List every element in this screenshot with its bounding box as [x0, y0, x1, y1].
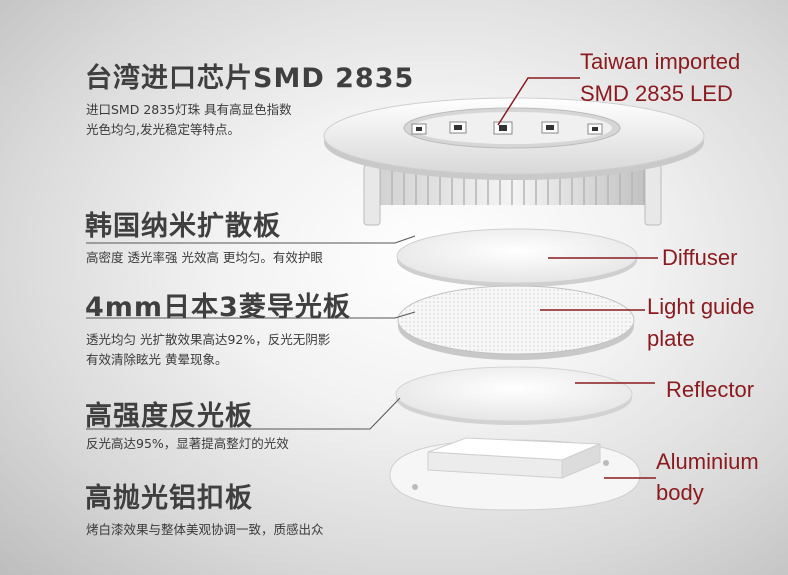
- label-reflector: Reflector: [666, 377, 755, 402]
- downlight-rim: [323, 97, 705, 180]
- section-title-aluminium: 高抛光铝扣板: [85, 483, 253, 514]
- section-desc-chip-line2: 光色均匀,发光稳定等特点。: [86, 122, 240, 137]
- led-chip: [587, 123, 603, 135]
- section-desc-reflector: 反光高达95%，显著提高整灯的光效: [86, 436, 289, 451]
- label-led-line1: Taiwan imported: [580, 49, 741, 74]
- left-leader-lines: [86, 235, 416, 430]
- section-title-reflector: 高强度反光板: [85, 401, 253, 432]
- section-desc-chip-line1: 进口SMD 2835灯珠 具有高显色指数: [86, 102, 292, 117]
- label-aluminium-line1: Aluminium: [656, 449, 759, 474]
- section-title-diffuser: 韩国纳米扩散板: [85, 211, 281, 242]
- led-chip: [411, 123, 427, 135]
- reflector-disc: [395, 366, 633, 425]
- label-aluminium-line2: body: [656, 480, 704, 505]
- label-led-line2: SMD 2835 LED: [580, 81, 733, 106]
- driver-block: [427, 437, 601, 479]
- led-chip: [493, 121, 513, 135]
- led-chip: [541, 121, 559, 134]
- label-light-guide-line1: Light guide: [647, 294, 755, 319]
- label-diffuser: Diffuser: [662, 245, 738, 270]
- diffuser-disc: [396, 228, 638, 287]
- right-leader-lines: [497, 77, 658, 479]
- section-desc-light-guide-line2: 有效清除眩光 黄晕现象。: [86, 352, 228, 367]
- label-light-guide-line2: plate: [647, 326, 695, 351]
- section-desc-diffuser: 高密度 透光率强 光效高 更均匀。有效护眼: [86, 250, 323, 265]
- section-desc-aluminium: 烤白漆效果与整体美观协调一致，质感出众: [86, 522, 324, 537]
- section-title-chip: 台湾进口芯片SMD 2835: [85, 63, 415, 94]
- section-title-light-guide: 4mm日本3菱导光板: [85, 292, 351, 323]
- light-guide-plate: [397, 285, 635, 360]
- section-desc-light-guide-line1: 透光均匀 光扩散效果高达92%，反光无阴影: [86, 332, 331, 347]
- led-chip: [449, 121, 467, 134]
